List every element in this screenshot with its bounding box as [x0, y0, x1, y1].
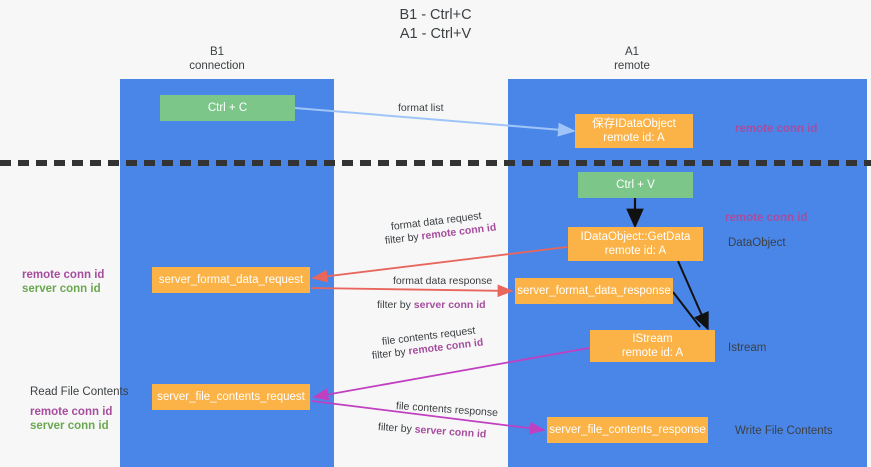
annotation-istream: Istream	[728, 342, 767, 354]
lane-header-b1: B1 connection	[150, 45, 284, 73]
lane-header-a1-role: remote	[614, 60, 650, 72]
node-server-format-data-response-label: server_format_data_response	[517, 285, 671, 297]
node-istream-line1: IStream	[632, 333, 673, 345]
edge-format-data-response	[310, 284, 514, 298]
edge-format-data-request	[311, 246, 568, 283]
annotation-read-file-contents: Read File Contents	[30, 386, 129, 398]
filter-prefix: filter by	[377, 299, 414, 311]
annotation-write-file-contents: Write File Contents	[735, 425, 833, 437]
node-idataobject-getdata[interactable]: IDataObject::GetData remote id: A	[568, 227, 703, 261]
node-server-format-data-response[interactable]: server_format_data_response	[515, 278, 673, 304]
node-server-format-data-request[interactable]: server_format_data_request	[152, 267, 310, 293]
edge-getdata-to-istream	[677, 260, 709, 331]
lane-header-b1-role: connection	[189, 60, 245, 72]
edge-file-contents-request	[312, 347, 590, 401]
node-getdata-line1: IDataObject::GetData	[580, 231, 691, 243]
node-save-idataobject[interactable]: 保存IDataObject remote id: A	[575, 114, 693, 148]
edge-format-list	[294, 107, 576, 137]
node-ctrl-c[interactable]: Ctrl + C	[160, 95, 295, 121]
node-istream[interactable]: IStream remote id: A	[590, 330, 715, 362]
edge-label-format-data-response-filter: filter by server conn id	[377, 298, 486, 312]
edge-response-to-istream	[672, 291, 701, 328]
node-save-idataobject-line1: 保存IDataObject	[592, 118, 676, 130]
edge-label-format-data-response-text: format data response	[393, 275, 493, 287]
node-ctrl-v[interactable]: Ctrl + V	[578, 172, 693, 198]
annotation-left-bottom: Read File Contents remote conn id server…	[30, 385, 128, 433]
node-save-idataobject-line2: remote id: A	[603, 132, 665, 144]
lane-header-b1-name: B1	[209, 46, 225, 58]
lane-header-a1: A1 remote	[565, 45, 699, 73]
node-server-file-contents-request-label: server_file_contents_request	[157, 391, 305, 403]
annotation-left-mid-remote: remote conn id	[22, 269, 105, 281]
annotation-remote-conn-id-mid: remote conn id	[725, 212, 808, 224]
edge-label-format-data-response: format data response	[393, 274, 492, 288]
edge-file-contents-response	[311, 400, 546, 435]
annotation-remote-conn-id-top: remote conn id	[735, 123, 818, 135]
title-line-1: B1 - Ctrl+C	[399, 7, 472, 23]
edge-label-format-list: format list	[398, 101, 444, 115]
node-ctrl-c-label: Ctrl + C	[207, 102, 248, 114]
node-server-file-contents-response-label: server_file_contents_response	[549, 424, 706, 436]
node-server-file-contents-response[interactable]: server_file_contents_response	[547, 417, 708, 443]
node-server-file-contents-request[interactable]: server_file_contents_request	[152, 384, 310, 410]
node-server-format-data-request-label: server_format_data_request	[158, 274, 304, 286]
edge-label-format-list-text: format list	[398, 102, 444, 114]
title-line-2: A1 - Ctrl+V	[399, 26, 472, 42]
annotation-dataobject: DataObject	[728, 237, 786, 249]
annotation-left-bot-server: server conn id	[30, 420, 109, 432]
annotation-left-mid: remote conn id server conn id	[22, 268, 104, 296]
diagram-title: B1 - Ctrl+C A1 - Ctrl+V	[0, 6, 871, 44]
annotation-left-mid-server: server conn id	[22, 283, 101, 295]
node-istream-line2: remote id: A	[621, 347, 684, 359]
lane-header-a1-name: A1	[624, 46, 640, 58]
node-ctrl-v-label: Ctrl + V	[616, 179, 655, 191]
node-getdata-line2: remote id: A	[604, 245, 667, 257]
filter-prefix: filter by	[377, 421, 416, 436]
filter-key-server-conn-id: server conn id	[413, 299, 486, 311]
annotation-left-bot-remote: remote conn id	[30, 406, 113, 418]
